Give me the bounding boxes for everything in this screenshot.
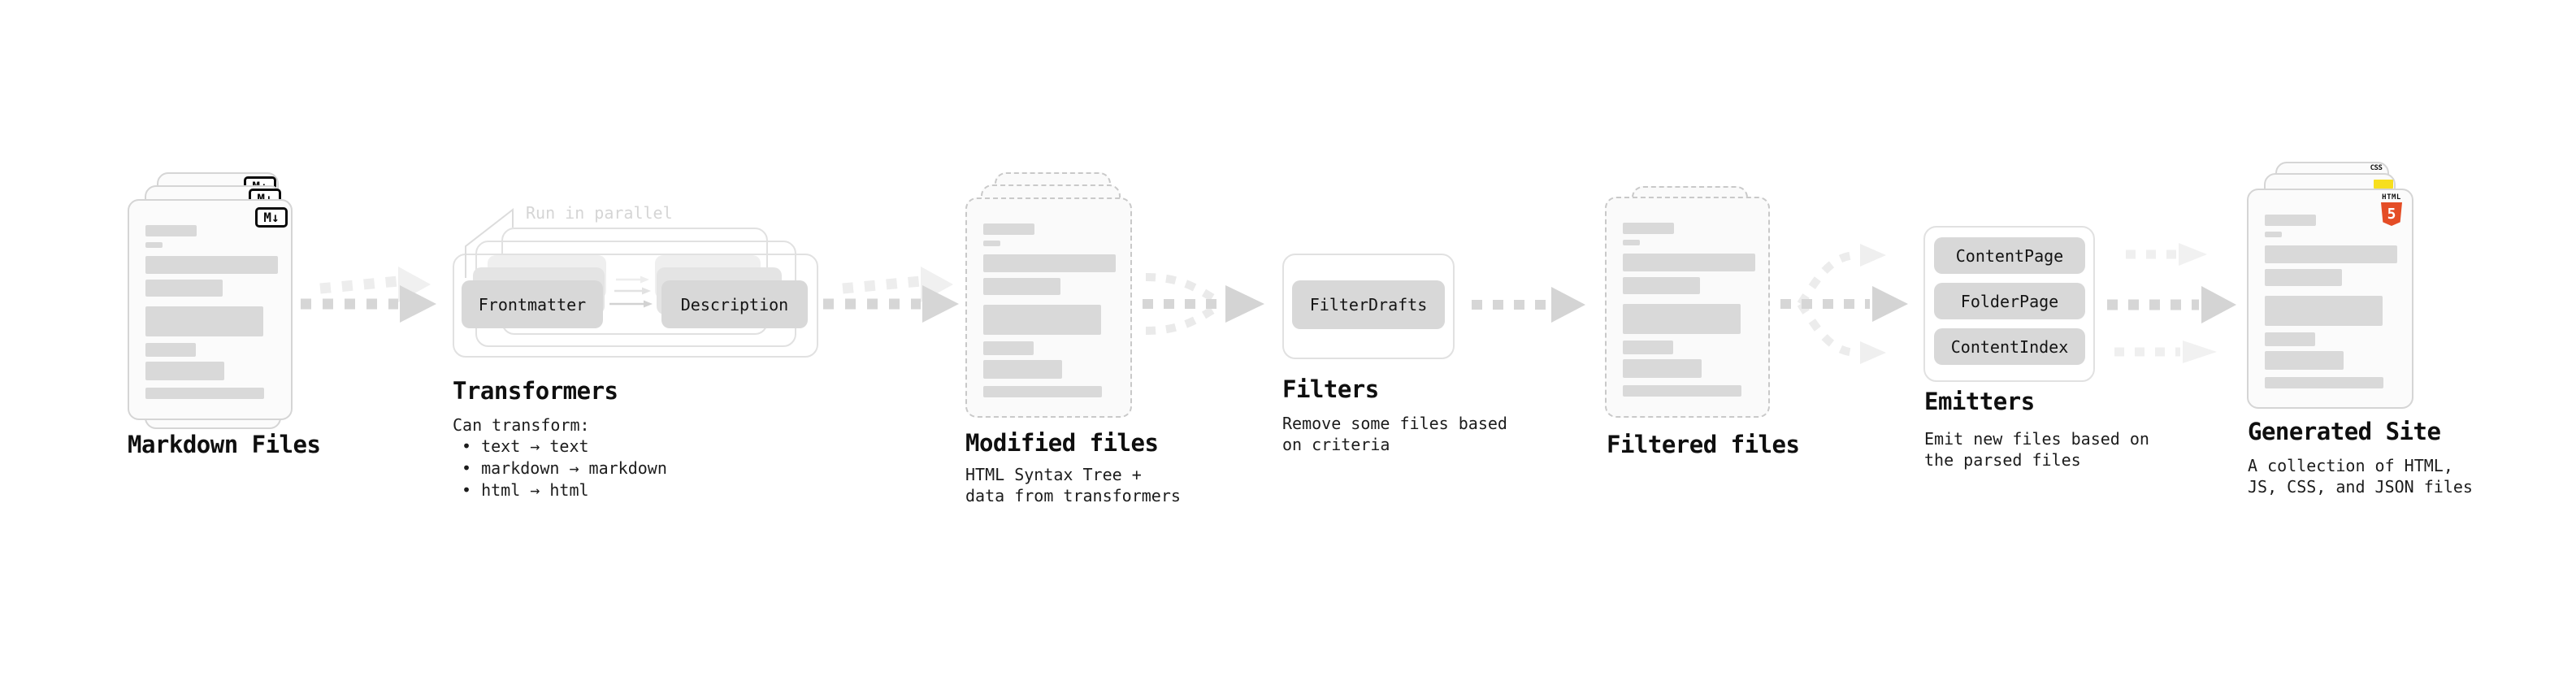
placeholder-line xyxy=(1623,277,1700,294)
html5-icon: HTML 5 xyxy=(2380,193,2403,226)
arrow-filters-to-filtered xyxy=(1472,287,1585,323)
transformers-desc-intro: Can transform: xyxy=(453,415,590,435)
transformer-box xyxy=(453,254,818,358)
placeholder-line xyxy=(983,254,1116,272)
modified-files-label: Modified files xyxy=(965,429,1159,457)
emitters-subtitle-1: Emit new files based on xyxy=(1924,429,2149,449)
filters-label: Filters xyxy=(1282,375,1379,403)
placeholder-line xyxy=(2265,377,2383,388)
placeholder-line xyxy=(145,225,197,236)
transformers-bullet-3: • html → html xyxy=(462,480,589,500)
markdown-file-card: M↓ xyxy=(128,199,293,420)
document-placeholder-lines xyxy=(2249,190,2412,407)
markdown-icon: M↓ xyxy=(255,207,288,228)
arrow-markdown-to-transformers xyxy=(301,267,436,323)
placeholder-line xyxy=(1623,254,1755,271)
placeholder-line xyxy=(2265,351,2344,370)
placeholder-line xyxy=(1623,240,1640,245)
generated-site-label: Generated Site xyxy=(2248,418,2441,445)
placeholder-line xyxy=(1623,359,1702,378)
emitters-box xyxy=(1923,226,2095,382)
placeholder-line xyxy=(983,223,1034,235)
document-placeholder-lines xyxy=(1607,198,1768,416)
transform-step-arrows xyxy=(609,275,653,308)
placeholder-line xyxy=(2265,332,2315,346)
placeholder-line xyxy=(2265,296,2383,326)
filterdrafts-pill: FilterDrafts xyxy=(1292,280,1445,329)
placeholder-line xyxy=(2265,215,2316,226)
arrow-filtered-to-emitters xyxy=(1780,244,1908,364)
run-in-parallel-note: Run in parallel xyxy=(526,203,673,223)
filtered-file-card xyxy=(1605,197,1770,418)
placeholder-line xyxy=(983,305,1101,335)
placeholder-line xyxy=(145,343,196,357)
description-pill: Description xyxy=(661,280,808,328)
placeholder-line xyxy=(2265,245,2397,263)
placeholder-line xyxy=(145,242,163,248)
placeholder-line xyxy=(983,360,1062,379)
generated-site-subtitle-2: JS, CSS, and JSON files xyxy=(2248,477,2473,497)
arrow-transformers-to-modified xyxy=(823,267,959,323)
arrow-modified-to-filters xyxy=(1143,273,1264,335)
markdown-files-label: Markdown Files xyxy=(128,431,321,458)
transformers-bullet-2: • markdown → markdown xyxy=(462,458,667,478)
filters-box xyxy=(1282,254,1455,359)
modified-files-subtitle-2: data from transformers xyxy=(965,486,1181,505)
run-in-parallel-leader-line xyxy=(465,207,514,278)
generated-site-subtitle-1: A collection of HTML, xyxy=(2248,456,2453,475)
placeholder-line xyxy=(2265,269,2342,286)
frontmatter-pill: Frontmatter xyxy=(462,280,603,328)
placeholder-line xyxy=(1623,340,1673,354)
modified-files-subtitle-1: HTML Syntax Tree + xyxy=(965,465,1142,484)
placeholder-line xyxy=(983,278,1060,295)
placeholder-line xyxy=(983,241,1000,246)
placeholder-line xyxy=(145,280,223,297)
placeholder-line xyxy=(1623,223,1674,234)
placeholder-line xyxy=(983,341,1034,355)
placeholder-line xyxy=(1623,385,1741,397)
emitters-label: Emitters xyxy=(1924,388,2035,415)
contentindex-pill: ContentIndex xyxy=(1934,328,2085,365)
html-file-card: HTML 5 xyxy=(2247,189,2413,409)
folderpage-pill: FolderPage xyxy=(1934,283,2085,319)
document-placeholder-lines xyxy=(967,199,1130,416)
filtered-files-label: Filtered files xyxy=(1607,431,1800,458)
placeholder-line xyxy=(145,362,224,380)
placeholder-line xyxy=(145,306,263,336)
document-placeholder-lines xyxy=(129,201,291,419)
emitters-subtitle-2: the parsed files xyxy=(1924,450,2081,470)
javascript-icon xyxy=(2374,180,2393,189)
placeholder-line xyxy=(983,386,1102,397)
modified-file-card xyxy=(965,197,1132,418)
contentpage-pill: ContentPage xyxy=(1934,237,2085,274)
placeholder-line xyxy=(2265,232,2282,237)
placeholder-line xyxy=(145,388,264,399)
filters-subtitle-2: on criteria xyxy=(1282,435,1390,454)
arrow-emitters-to-generated xyxy=(2107,243,2236,363)
transformers-label: Transformers xyxy=(453,377,618,405)
filters-subtitle-1: Remove some files based xyxy=(1282,414,1507,433)
placeholder-line xyxy=(145,256,278,274)
placeholder-line xyxy=(1623,304,1741,334)
transformers-bullet-1: • text → text xyxy=(462,436,589,456)
